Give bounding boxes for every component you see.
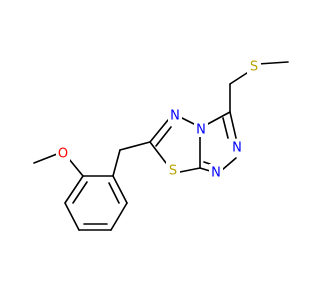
atom-label-n-triazole-1: N — [211, 166, 221, 181]
bond-n1-c8a — [199, 167, 211, 172]
bond-o-aryl — [68, 158, 84, 177]
bond-layer — [33, 61, 289, 231]
nitrogen-atom-triazole-1: N — [209, 164, 223, 181]
atom-label-n-thiadiazole: N — [170, 109, 180, 124]
nitrogen-atom-triazole-2: N — [230, 139, 244, 156]
atom-label-o-methoxy: O — [58, 147, 68, 162]
bond-n2-n1 — [221, 157, 237, 171]
atom-label-s-thiadiazole: S — [169, 164, 177, 179]
bond-c3-n2 — [229, 111, 237, 139]
nitrogen-atom-bridgehead: N — [194, 121, 208, 138]
atom-label-n-bridgehead: N — [196, 123, 206, 138]
atom-label-s-thioether: S — [250, 60, 258, 75]
bond-ch2-s — [229, 70, 251, 85]
nitrogen-atom-thiadiazole: N — [168, 107, 182, 124]
bond-s-c6 — [149, 141, 167, 164]
bond-c8a-s — [179, 167, 201, 173]
oxygen-atom-methoxy: O — [56, 145, 70, 162]
bond-benzene-inner-3 — [108, 182, 120, 204]
bond-n4-c3 — [205, 111, 231, 126]
sulfur-atom-thiadiazole: S — [166, 162, 180, 179]
bond-benzene-1 — [64, 175, 84, 204]
bond-c6-n5-double — [155, 126, 172, 147]
bond-c3-n2-double — [222, 117, 229, 139]
bond-benzene-5 — [112, 175, 128, 204]
bond-benzene-inner-1 — [72, 181, 88, 204]
bond-aryl-ch2 — [112, 149, 121, 177]
bond-benzene-4 — [110, 202, 128, 231]
sulfur-atom-thioether: S — [247, 58, 261, 75]
atom-label-layer: O S S N N N N — [56, 58, 261, 181]
molecule-structure: O S S N N N N — [33, 58, 289, 231]
bond-methyl-o — [33, 153, 58, 164]
atom-label-n-triazole-2: N — [232, 141, 242, 156]
bond-n1-c8a-double — [203, 161, 211, 165]
bond-benzene-2 — [64, 202, 80, 231]
bond-n5-n4 — [181, 117, 197, 126]
bond-c6-n5 — [149, 119, 169, 143]
bond-s-methyl — [257, 61, 289, 65]
bond-ch2-c6 — [119, 141, 151, 151]
